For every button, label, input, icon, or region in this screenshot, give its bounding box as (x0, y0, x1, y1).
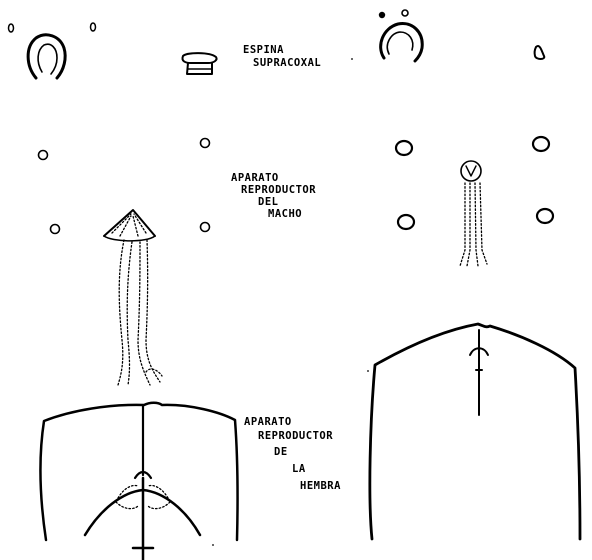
male-apparatus-right (396, 137, 553, 266)
label-female-line3: DE (274, 446, 288, 458)
label-female-line1: APARATO (244, 416, 292, 428)
label-supracoxal-line2: SUPRACOXAL (253, 57, 321, 69)
supracoxal-spine-left (9, 23, 96, 78)
label-supracoxal-line1: ESPINA (243, 44, 284, 56)
male-apparatus-left (39, 139, 210, 386)
label-female-line2: REPRODUCTOR (258, 430, 333, 442)
label-male-line2: REPRODUCTOR (241, 184, 316, 196)
label-male-line4: MACHO (268, 208, 302, 220)
supracoxal-spine-right (379, 10, 544, 61)
label-male-line3: DEL (258, 196, 278, 208)
label-female-line4: LA (292, 463, 306, 475)
label-male-line1: APARATO (231, 172, 279, 184)
supracoxal-spine-middle (182, 53, 216, 74)
label-female-line5: HEMBRA (300, 480, 341, 492)
female-apparatus-right (370, 324, 580, 539)
female-apparatus-left (40, 403, 237, 560)
